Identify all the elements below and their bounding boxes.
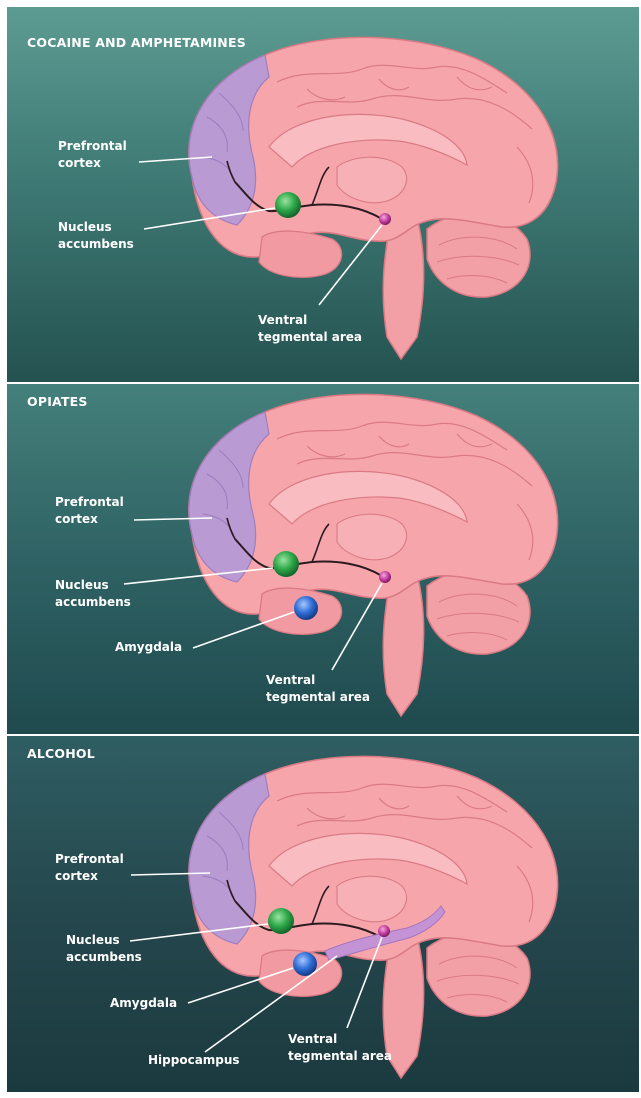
panel-cocaine-amphetamines: COCAINE AND AMPHETAMINES Prefrontal cort… xyxy=(7,7,639,382)
nucleus-accumbens-marker xyxy=(275,192,301,218)
label-ventral-tegmental-area: Ventral tegmental area xyxy=(266,672,370,706)
panel-alcohol: ALCOHOL Prefrontal cortex Nucleus accumb… xyxy=(7,736,639,1092)
amygdala-marker xyxy=(294,596,318,620)
nucleus-accumbens-marker xyxy=(273,551,299,577)
label-ventral-tegmental-area: Ventral tegmental area xyxy=(288,1031,392,1065)
ventral-tegmental-area-marker xyxy=(379,213,391,225)
label-nucleus-accumbens: Nucleus accumbens xyxy=(55,577,131,611)
nucleus-accumbens-marker xyxy=(268,908,294,934)
label-prefrontal-cortex: Prefrontal cortex xyxy=(55,851,124,885)
ventral-tegmental-area-marker xyxy=(379,571,391,583)
label-amygdala: Amygdala xyxy=(110,995,177,1012)
label-prefrontal-cortex: Prefrontal cortex xyxy=(55,494,124,528)
label-hippocampus: Hippocampus xyxy=(148,1052,240,1069)
label-ventral-tegmental-area: Ventral tegmental area xyxy=(258,312,362,346)
panel-opiates: OPIATES Prefrontal cortex Nucleus accumb… xyxy=(7,384,639,734)
label-nucleus-accumbens: Nucleus accumbens xyxy=(58,219,134,253)
ventral-tegmental-area-marker xyxy=(378,925,390,937)
label-nucleus-accumbens: Nucleus accumbens xyxy=(66,932,142,966)
label-amygdala: Amygdala xyxy=(115,639,182,656)
label-prefrontal-cortex: Prefrontal cortex xyxy=(58,138,127,172)
